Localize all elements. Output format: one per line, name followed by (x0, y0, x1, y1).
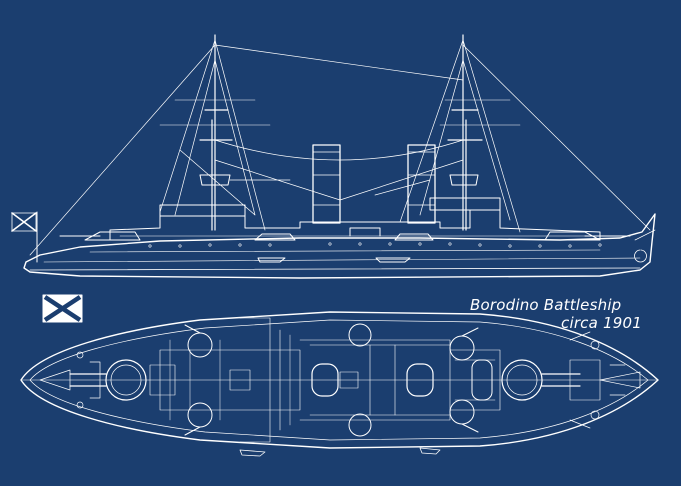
plan-view (20, 311, 659, 457)
blueprint-date: circa 1901 (561, 314, 642, 332)
aft-funnel (407, 144, 436, 224)
deck-structures (149, 317, 601, 443)
main-mast (447, 34, 483, 231)
stern-ensign (11, 212, 37, 232)
forward-turret (59, 231, 141, 241)
aft-funnel-plan (406, 363, 434, 397)
blueprint-title: Borodino Battleship (470, 296, 622, 314)
secondary-turrets (184, 323, 479, 437)
rigging-wires (29, 39, 651, 256)
superstructure (109, 209, 601, 241)
forward-funnel (312, 144, 341, 224)
forward-funnel-plan (311, 363, 339, 397)
waterline (29, 267, 641, 271)
aft-main-turret (501, 359, 543, 401)
st-andrew-saltire-icon (42, 294, 83, 323)
hull-outline (23, 213, 656, 279)
aft-turret (544, 231, 631, 241)
side-elevation-view (11, 34, 656, 279)
fighting-tops (199, 174, 479, 186)
portholes (148, 242, 602, 248)
fore-main-turret (105, 359, 147, 401)
